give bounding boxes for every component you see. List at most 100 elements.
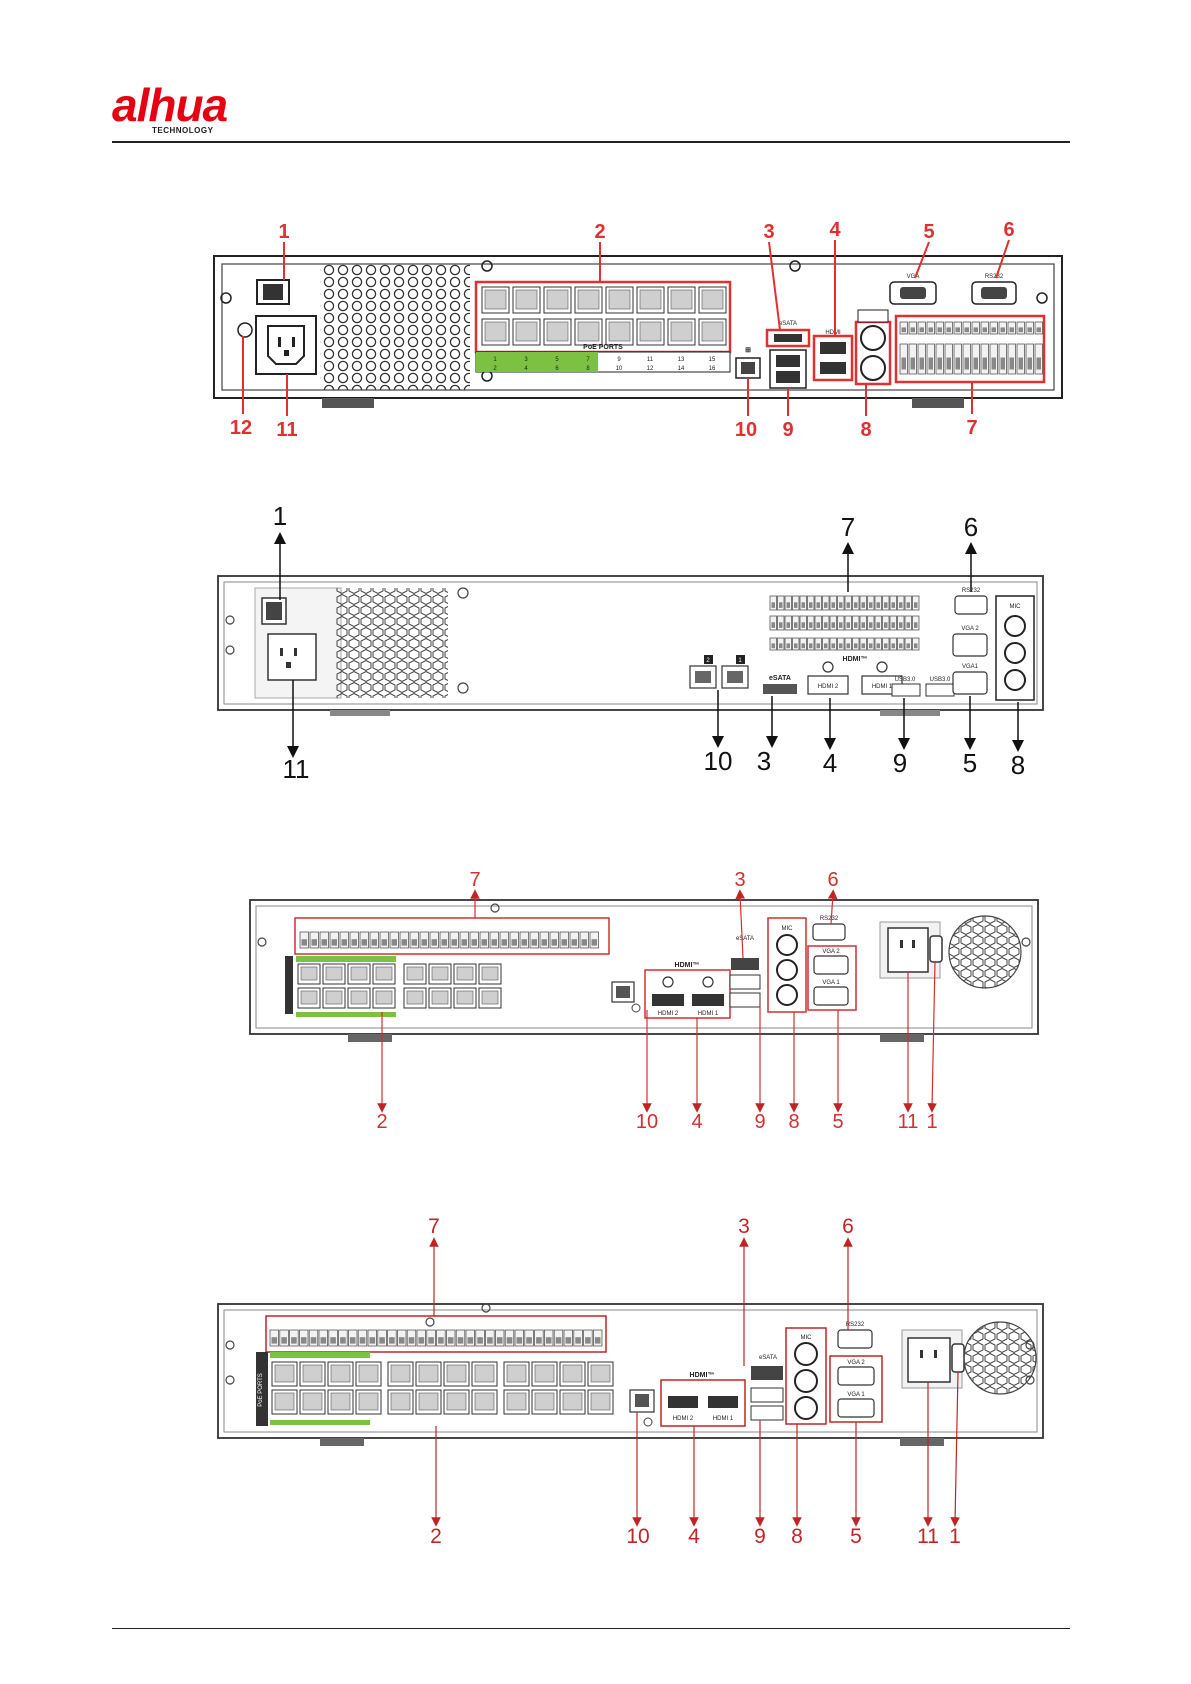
callout-4: 4: [823, 748, 837, 778]
panel1-esata-label: eSATA: [779, 321, 797, 327]
ground-screw-icon: [237, 322, 253, 338]
poe-green-band: [296, 956, 396, 962]
dahua-logo: alhua TECHNOLOGY: [112, 82, 272, 140]
svg-text:VGA 1: VGA 1: [822, 980, 840, 986]
poe-port-number: 4: [524, 366, 528, 372]
svg-text:eSATA: eSATA: [759, 1355, 777, 1361]
callout-1: 1: [926, 1111, 937, 1133]
screw-icon: [876, 661, 888, 673]
screw-icon: [220, 292, 232, 304]
poe-port-number: 14: [678, 366, 685, 372]
panel3-esata-port: [731, 958, 759, 970]
panel2-rs232-port: [954, 595, 988, 615]
callout-9: 9: [754, 1111, 765, 1133]
panel1-vga-label: VGA: [907, 274, 920, 280]
network-icon: ⊞: [745, 347, 751, 354]
screw-icon: [490, 903, 500, 913]
poe-port-number: 1: [493, 357, 497, 363]
callout-2: 2: [376, 1111, 387, 1133]
panel2-esata-label: eSATA: [769, 675, 791, 682]
panel-4: PoE PORTS HDMI™ HDMI 2 HDMI 1 eSATA MIC …: [217, 1215, 1044, 1548]
callout-4: 4: [829, 219, 841, 241]
screw-icon: [225, 645, 235, 655]
poe-port-number: 15: [709, 357, 716, 363]
svg-text:HDMI 1: HDMI 1: [872, 684, 893, 690]
panel2-vga-2: [952, 633, 988, 657]
panel3-highlight-5: [807, 945, 857, 1011]
panel4-highlight-4: [660, 1379, 746, 1427]
callout-5: 5: [850, 1525, 862, 1548]
panel4-hdmi-1: [708, 1396, 738, 1408]
callout-3: 3: [734, 869, 745, 891]
callout-8: 8: [788, 1111, 799, 1133]
panel1-foot-left: [322, 398, 374, 408]
svg-text:HDMI 1: HDMI 1: [698, 1011, 719, 1017]
svg-text:VGA 2: VGA 2: [961, 626, 979, 632]
screw-icon: [481, 1303, 491, 1313]
screw-icon: [257, 937, 267, 947]
poe-port-number: 11: [647, 357, 654, 363]
screw-icon: [225, 1375, 235, 1385]
svg-text:HDMI 2: HDMI 2: [658, 1011, 679, 1017]
panel-3: HDMI™ HDMI 2 HDMI 1 eSATA MIC RS232 VGA …: [249, 869, 1039, 1133]
callout-9: 9: [893, 748, 907, 778]
panel1-rs232-label: RS232: [985, 274, 1004, 280]
callout-9: 9: [782, 419, 793, 441]
poe-port-number: 3: [524, 357, 528, 363]
panel2-power-socket: [267, 633, 317, 681]
svg-text:MIC: MIC: [1010, 604, 1022, 610]
panel1-power-socket: [255, 315, 317, 375]
callout-8: 8: [860, 419, 871, 441]
panel3-power-switch: [929, 935, 943, 963]
callout-6: 6: [842, 1215, 854, 1238]
svg-text:VGA 2: VGA 2: [847, 1360, 865, 1366]
callout-11: 11: [917, 1525, 939, 1548]
svg-text:VGA 1: VGA 1: [847, 1392, 865, 1398]
panel4-power-socket: [907, 1337, 951, 1383]
footer-divider: [112, 1628, 1070, 1629]
svg-text:USB3.0: USB3.0: [895, 677, 916, 683]
screw-icon: [643, 1417, 653, 1427]
panel2-fan-grille: [336, 588, 448, 698]
svg-text:RS232: RS232: [846, 1322, 865, 1328]
screw-icon: [225, 615, 235, 625]
callout-8: 8: [1011, 750, 1025, 780]
panel4-poe-label: PoE PORTS: [258, 1373, 264, 1407]
svg-text:MIC: MIC: [782, 926, 794, 932]
callout-7: 7: [469, 869, 480, 891]
panel1-fan-vent: [320, 264, 470, 390]
svg-text:HDMI 2: HDMI 2: [673, 1416, 694, 1422]
panel4-highlight-7: [265, 1315, 607, 1353]
svg-text:VGA1: VGA1: [962, 664, 979, 670]
callout-1: 1: [278, 221, 289, 243]
callout-2: 2: [594, 221, 605, 243]
panel1-mic-in: [860, 325, 886, 351]
callout-1: 1: [949, 1525, 961, 1548]
panel1-poe-label: PoE PORTS: [583, 344, 623, 351]
poe-port-number: 10: [616, 366, 623, 372]
panel4-hdmi-2: [668, 1396, 698, 1408]
panel4-highlight-8: [785, 1327, 827, 1425]
screw-icon: [1036, 292, 1048, 304]
svg-text:1: 1: [738, 658, 742, 664]
callout-6: 6: [1003, 219, 1014, 241]
svg-text:eSATA: eSATA: [736, 936, 754, 942]
panel-2: 2 1 eSATA HDMI™ HDMI 2 HDMI 1 USB3.0 USB…: [217, 501, 1044, 784]
screw-icon: [822, 661, 834, 673]
callout-8: 8: [791, 1525, 803, 1548]
screw-icon: [457, 587, 469, 599]
panel4-esata-port: [751, 1366, 783, 1380]
brand-tagline: TECHNOLOGY: [152, 126, 214, 135]
svg-text:MIC: MIC: [801, 1335, 813, 1341]
callout-4: 4: [688, 1525, 700, 1548]
callout-3: 3: [757, 746, 771, 776]
callout-1: 1: [273, 501, 287, 531]
panel4-rs232-port: [837, 1329, 873, 1349]
callout-11: 11: [283, 754, 310, 784]
panel2-hdmi-2: [807, 675, 849, 695]
callout-6: 6: [827, 869, 838, 891]
panel2-usb-2: [925, 683, 955, 697]
panel1-highlight-3: [765, 328, 811, 348]
